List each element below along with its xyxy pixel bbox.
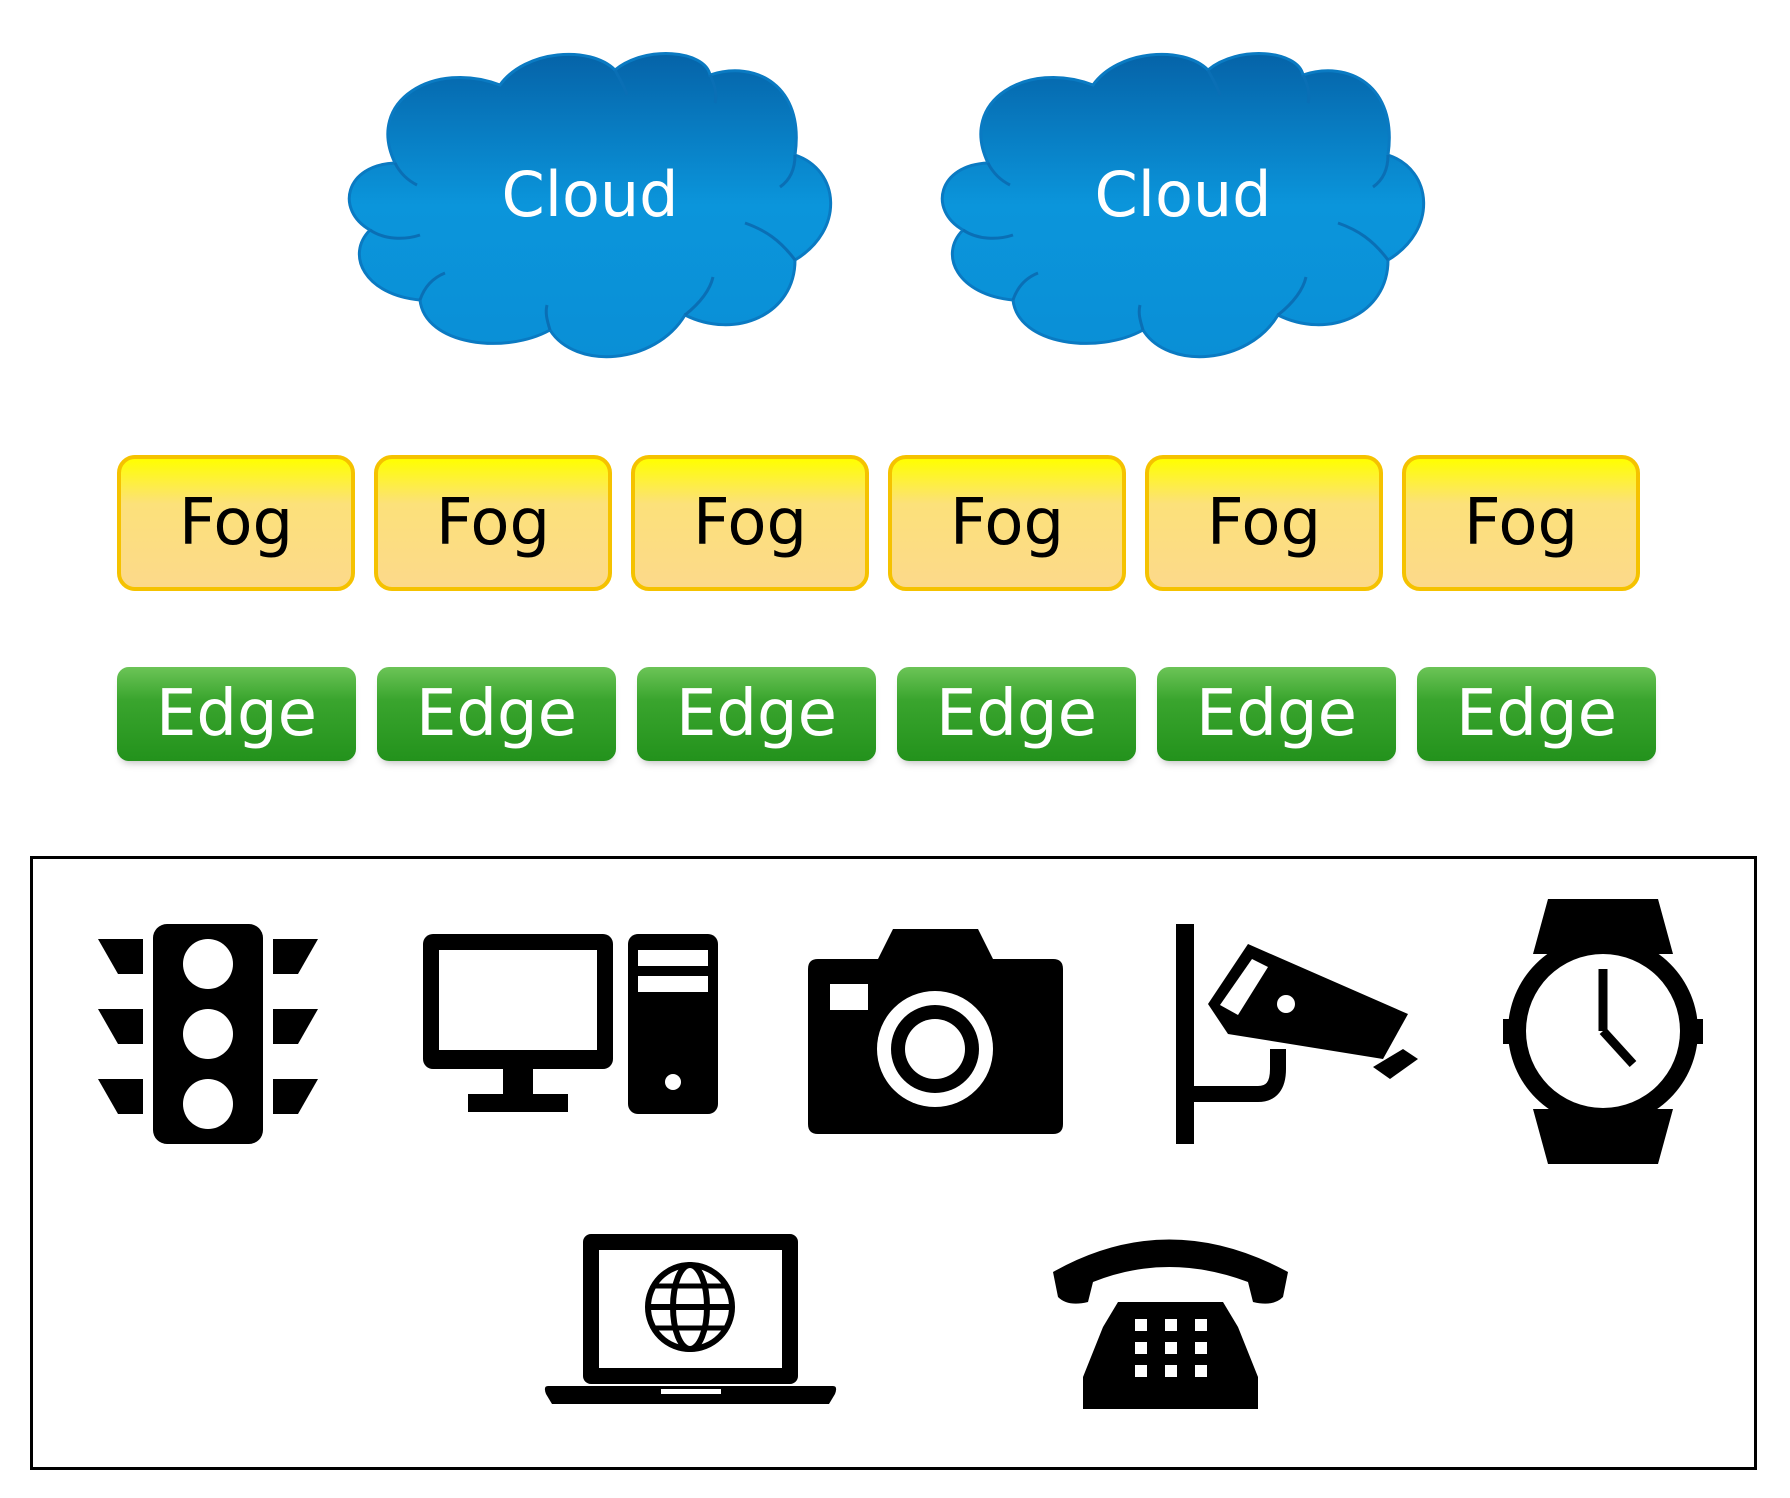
telephone-icon	[1053, 1239, 1288, 1409]
cloud-shape: Cloud	[325, 45, 855, 375]
cloud-label: Cloud	[501, 158, 679, 231]
cloud-icon	[940, 52, 1426, 359]
edge-node: Edge	[637, 667, 876, 761]
fog-node: Fog	[374, 455, 612, 591]
fog-node: Fog	[888, 455, 1126, 591]
fog-node: Fog	[117, 455, 355, 591]
edge-layer: Edge Edge Edge Edge Edge Edge	[117, 667, 1656, 761]
security-camera-icon	[1176, 924, 1418, 1144]
fog-node: Fog	[1402, 455, 1640, 591]
laptop-globe-icon	[544, 1234, 837, 1404]
camera-icon	[808, 929, 1063, 1134]
edge-node: Edge	[377, 667, 616, 761]
traffic-light-icon	[98, 924, 318, 1144]
edge-node: Edge	[897, 667, 1136, 761]
fog-node: Fog	[631, 455, 869, 591]
edge-node: Edge	[1157, 667, 1396, 761]
edge-node: Edge	[1417, 667, 1656, 761]
desktop-computer-icon	[423, 934, 718, 1114]
fog-layer: Fog Fog Fog Fog Fog Fog	[117, 455, 1640, 591]
edge-node: Edge	[117, 667, 356, 761]
wristwatch-icon	[1503, 899, 1703, 1164]
cloud-icon	[347, 52, 833, 359]
cloud-label: Cloud	[1094, 158, 1272, 231]
fog-node: Fog	[1145, 455, 1383, 591]
devices-panel	[30, 856, 1757, 1470]
cloud-shape: Cloud	[918, 45, 1448, 375]
